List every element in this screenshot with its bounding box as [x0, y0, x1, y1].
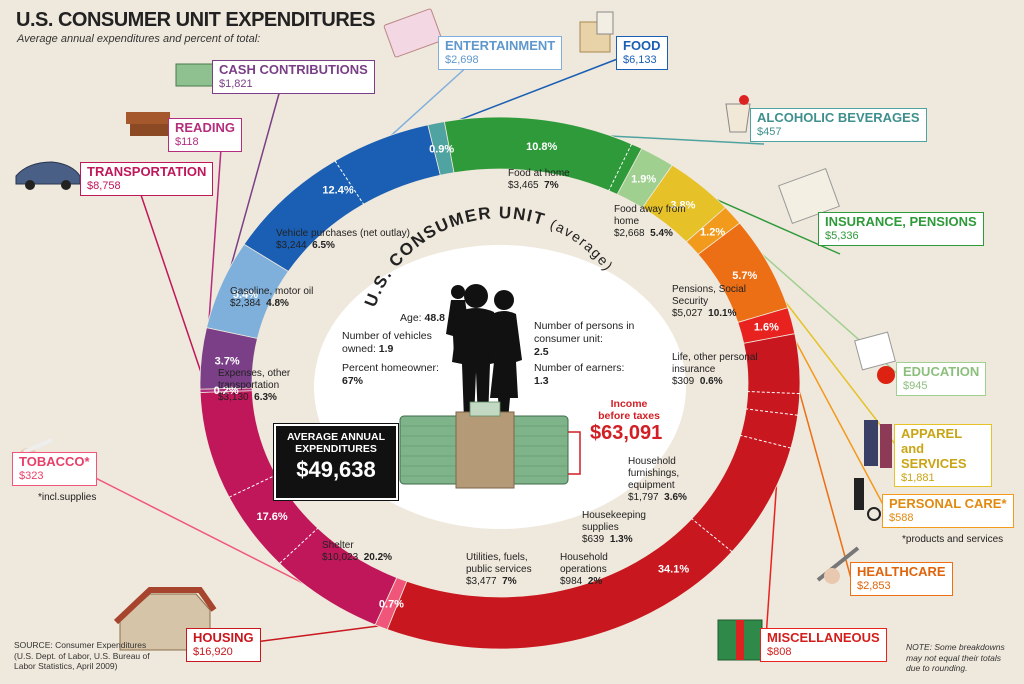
sub-pensions: Pensions, Social Security$5,027 10.1%: [672, 284, 746, 319]
pct-label: 1.9%: [631, 174, 656, 186]
grocery-bag-icon: [579, 11, 614, 53]
stat-vehicles: Number of vehicles owned: 1.9: [342, 330, 432, 356]
stat-age: Age: 48.8: [400, 312, 445, 324]
stat-homeowner: Percent homeowner: 67%: [342, 362, 439, 388]
category-tobacco: TOBACCO* $323: [12, 452, 97, 486]
sub-household-operations: Household operations$984 2%: [560, 552, 608, 587]
stat-earners: Number of earners:1.3: [534, 362, 625, 388]
rounding-note: NOTE: Some breakdowns may not equal thei…: [906, 642, 1005, 674]
category-alcoholic-beverages: ALCOHOLIC BEVERAGES $457: [750, 108, 927, 142]
page-title: U.S. CONSUMER UNIT EXPENDITURES: [16, 9, 375, 31]
syringe-icon: [816, 546, 860, 584]
pct-label: 10.8%: [526, 141, 557, 153]
sub-divider: [608, 143, 633, 191]
sub-food-away: Food away from home$2,668 5.4%: [614, 204, 686, 239]
category-healthcare: HEALTHCARE $2,853: [850, 562, 953, 596]
tobacco-footnote: *incl.supplies: [38, 492, 97, 503]
income-bracket: [568, 431, 581, 475]
sub-divider: [740, 434, 792, 449]
pct-label: 12.4%: [322, 184, 353, 196]
sub-other-transportation: Expenses, other transportation$3,130 6.3…: [218, 368, 291, 403]
cocktail-glass-icon: [725, 95, 751, 133]
pct-label: 17.6%: [256, 511, 287, 523]
pct-label: 1.2%: [700, 227, 725, 239]
apple-book-icon: [854, 331, 896, 384]
category-cash-contributions: CASH CONTRIBUTIONS $1,821: [212, 60, 375, 94]
category-housing: HOUSING $16,920: [186, 628, 261, 662]
category-food: FOOD $6,133: [616, 36, 668, 70]
sub-divider: [228, 474, 277, 498]
category-education: EDUCATION $945: [896, 362, 987, 396]
slice-cash-contributions: [199, 327, 258, 390]
couple-clothes-icon: [864, 420, 892, 468]
sub-divider: [747, 391, 800, 395]
sub-vehicle-purchases: Vehicle purchases (net outlay)$3,244 6.5…: [276, 228, 410, 251]
category-miscellaneous: MISCELLANEOUS $808: [760, 628, 887, 662]
category-apparel: APPAREL and SERVICES $1,881: [894, 424, 992, 488]
pct-label: 5.7%: [732, 270, 757, 282]
sub-divider: [279, 527, 319, 564]
ticket-icon: [383, 8, 443, 58]
source-note: SOURCE: Consumer Expenditures (U.S. Dept…: [14, 640, 150, 672]
percent-labels: 5.4% 12.4% 0.9% 10.8% 1.9% 3.8% 1.2% 5.7% 1.6% 34…: [214, 141, 780, 611]
sub-housekeeping: Housekeeping supplies$639 1.3%: [582, 510, 646, 545]
sub-utilities: Utilities, fuels, public services$3,477 …: [466, 552, 532, 587]
house-icon: [113, 587, 217, 651]
document-icon: [778, 168, 840, 224]
pct-label: 1.6%: [754, 322, 779, 334]
page-subtitle: Average annual expenditures and percent …: [17, 33, 261, 45]
sub-life-insurance: Life, other personal insurance$309 0.6%: [672, 352, 758, 387]
sub-divider: [334, 160, 365, 205]
family-silhouette-icon: [446, 284, 522, 420]
pct-label: 0.2%: [214, 385, 239, 397]
category-entertainment: ENTERTAINMENT $2,698: [438, 36, 563, 70]
sub-dividers: [228, 143, 800, 564]
pct-label: 3.7%: [215, 356, 240, 368]
money-stack-icon: [399, 401, 569, 489]
slice-housing: [386, 333, 801, 650]
sub-divider: [691, 518, 733, 553]
pct-label: 0.9%: [429, 144, 454, 156]
sub-divider: [746, 408, 798, 416]
hair-dryer-icon: [854, 478, 881, 521]
sub-gasoline: Gasoline, motor oil$2,384 4.8%: [230, 286, 314, 309]
personal-care-footnote: *products and services: [902, 534, 1004, 545]
income-before-taxes: Income before taxes $63,091: [590, 398, 663, 445]
books-icon: [126, 112, 170, 136]
car-icon: [15, 161, 81, 190]
donut-ring: [199, 116, 801, 650]
cash-stack-icon: [175, 63, 217, 87]
average-expenditures-box: AVERAGE ANNUAL EXPENDITURES $49,638: [273, 423, 399, 501]
gift-box-icon: [717, 619, 763, 661]
sub-shelter: Shelter$10,023 20.2%: [322, 540, 393, 563]
category-reading: READING $118: [168, 118, 242, 152]
pct-label: 3.8%: [670, 199, 695, 211]
category-insurance-pensions: INSURANCE, PENSIONS $5,336: [818, 212, 984, 246]
pct-label: 34.1%: [658, 564, 689, 576]
stat-persons: Number of persons in consumer unit:2.5: [534, 320, 635, 359]
pct-label: 5.4%: [233, 289, 258, 301]
sub-household-furnishings: Household furnishings, equipment$1,797 3…: [628, 456, 687, 503]
pct-label: 0.7%: [379, 598, 404, 610]
sub-food-at-home: Food at home$3,465 7%: [508, 168, 570, 191]
category-transportation: TRANSPORTATION $8,758: [80, 162, 214, 196]
category-personal-care: PERSONAL CARE* $588: [882, 494, 1014, 528]
